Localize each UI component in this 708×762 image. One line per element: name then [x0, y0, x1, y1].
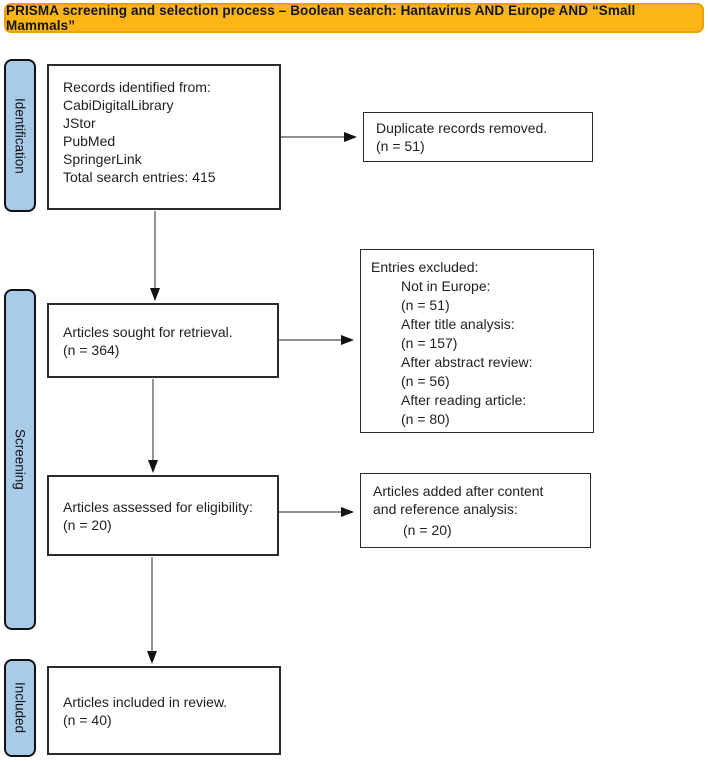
arrow-records-to-sought [150, 211, 160, 301]
box-text-line: PubMed [63, 133, 116, 149]
box-text-line: Not in Europe: [401, 278, 491, 294]
box-articles-included: Articles included in review. (n = 40) [47, 666, 281, 755]
box-text-line: (n = 56) [401, 373, 450, 389]
stage-label-screening: Screening [12, 429, 28, 490]
arrow-assessed-to-included [147, 557, 157, 664]
box-text-line: (n = 80) [401, 411, 450, 427]
stage-tab-screening: Screening [4, 289, 36, 630]
box-entries-excluded: Entries excluded: Not in Europe: (n = 51… [360, 249, 594, 433]
box-text-line: (n = 51) [401, 297, 450, 313]
box-articles-added: Articles added after content and referen… [360, 473, 591, 548]
arrow-records-to-duplicates [281, 132, 357, 142]
box-text-line: Records identified from: [63, 79, 211, 95]
stage-label-included: Included [12, 682, 28, 734]
stage-tab-included: Included [4, 659, 36, 757]
box-records-identified: Records identified from: CabiDigitalLibr… [47, 64, 281, 210]
box-text-line: (n = 364) [63, 341, 120, 358]
box-text-line: Articles added after content [373, 483, 544, 499]
box-articles-assessed: Articles assessed for eligibility: (n = … [47, 475, 279, 556]
box-text-line: (n = 157) [401, 335, 458, 351]
box-text-line: After title analysis: [401, 316, 515, 332]
box-text-line: Articles included in review. [63, 693, 228, 710]
box-text-line: After reading article: [401, 392, 527, 408]
box-text-line: Articles assessed for eligibility: [63, 498, 253, 515]
arrow-assessed-to-added [279, 507, 354, 517]
box-duplicates-removed: Duplicate records removed. (n = 51) [363, 112, 593, 162]
stage-tab-identification: Identification [4, 59, 36, 212]
box-text-line: SpringerLink [63, 151, 142, 167]
stage-label-identification: Identification [12, 97, 28, 174]
box-text-line: Entries excluded: [371, 259, 479, 275]
arrow-sought-to-assessed [148, 379, 158, 473]
box-text-line: CabiDigitalLibrary [63, 97, 174, 113]
box-text-line: (n = 20) [63, 516, 112, 533]
box-text-line: Duplicate records removed. [376, 120, 548, 136]
box-articles-sought: Articles sought for retrieval. (n = 364) [47, 303, 279, 378]
box-text-line: Total search entries: 415 [63, 169, 216, 185]
box-text-line: and reference analysis: [373, 501, 518, 517]
title-banner: PRISMA screening and selection process –… [4, 3, 704, 33]
box-text-line: Articles sought for retrieval. [63, 323, 233, 340]
box-text-line: (n = 20) [403, 522, 452, 538]
box-text-line: (n = 51) [376, 138, 425, 154]
box-text-line: (n = 40) [63, 711, 112, 728]
diagram-title: PRISMA screening and selection process –… [6, 3, 636, 33]
arrow-sought-to-excluded [279, 335, 354, 345]
box-text-line: After abstract review: [401, 354, 533, 370]
box-text-line: JStor [63, 115, 96, 131]
